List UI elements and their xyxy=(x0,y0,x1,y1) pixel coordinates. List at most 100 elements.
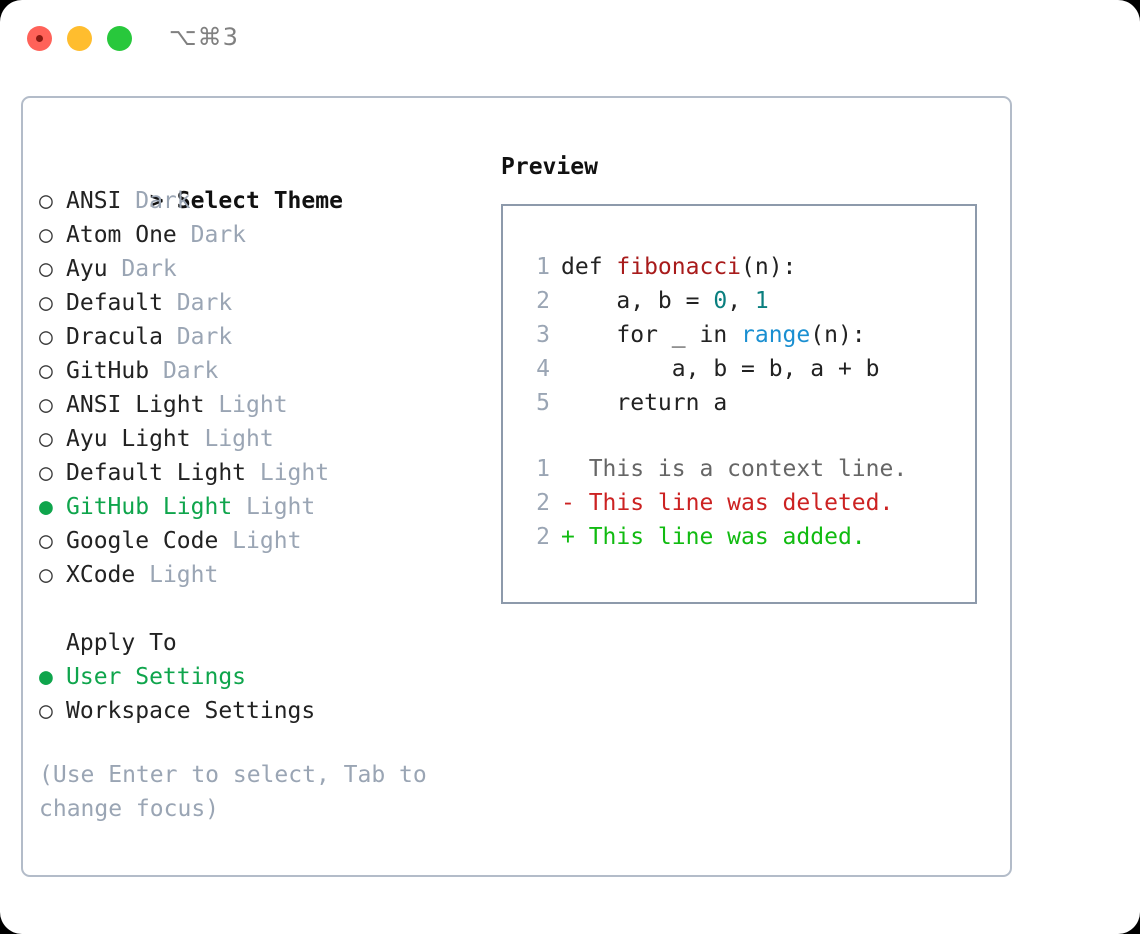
theme-item[interactable]: ○ Ayu Light Light xyxy=(39,422,479,456)
theme-item[interactable]: ○ Default Light Light xyxy=(39,456,479,490)
theme-item[interactable]: ○ XCode Light xyxy=(39,558,479,592)
line-number: 2 xyxy=(536,490,550,516)
theme-item[interactable]: ○ANSI Light Light xyxy=(39,388,479,422)
zoom-button[interactable] xyxy=(107,26,132,51)
diff-text: - This line was deleted. xyxy=(561,490,894,516)
theme-item-label: Default xyxy=(66,290,163,316)
code-token: def xyxy=(561,254,617,280)
theme-item-label: Default Light xyxy=(66,460,247,486)
theme-item-tag: Light xyxy=(190,426,274,452)
line-number: 1 xyxy=(536,254,550,280)
radio-empty-icon[interactable]: ○ xyxy=(39,460,53,486)
minimize-button[interactable] xyxy=(67,26,92,51)
theme-item-tag: Light xyxy=(135,562,219,588)
apply-to-option[interactable]: ○ Workspace Settings xyxy=(39,694,479,728)
select-theme-header: > Select Theme xyxy=(39,150,479,214)
close-button[interactable] xyxy=(27,26,52,51)
line-number: 5 xyxy=(536,390,550,416)
code-token: a, b = b, a + b xyxy=(561,356,880,382)
theme-item-label: ANSI xyxy=(66,188,122,214)
theme-item[interactable]: ○ ANSI Dark xyxy=(39,184,479,218)
code-token: fibonacci xyxy=(616,254,742,280)
diff-block: 1 This is a context line. 2 - This line wa… xyxy=(522,452,967,554)
theme-item-label: Dracula xyxy=(66,324,163,350)
theme-item-label: Google Code xyxy=(66,528,219,554)
radio-empty-icon[interactable]: ○ xyxy=(39,358,53,384)
theme-item-label: XCode xyxy=(66,562,136,588)
theme-item-tag: Dark xyxy=(107,256,177,282)
preview-title: Preview xyxy=(501,154,598,180)
radio-empty-icon[interactable]: ○ xyxy=(39,392,53,418)
content-panel: >Select Theme ○ANSI Dark○Atom One Dark○A… xyxy=(21,96,1012,877)
radio-empty-icon[interactable]: ○ xyxy=(39,426,53,452)
radio-empty-icon[interactable]: ○ xyxy=(39,562,53,588)
theme-item[interactable]: ○ Google Code Light xyxy=(39,524,479,558)
theme-selector-column: >Select Theme ○ANSI Dark○Atom One Dark○A… xyxy=(39,150,479,826)
apply-to-list: ● User Settings ○ Workspace Settings xyxy=(39,660,479,728)
select-theme-label: Select Theme xyxy=(176,188,343,214)
apply-to-option[interactable]: ● User Settings xyxy=(39,660,479,694)
theme-item-tag: Dark xyxy=(121,188,191,214)
radio-selected-icon[interactable]: ● xyxy=(39,664,53,690)
apply-to-label: User Settings xyxy=(66,664,247,690)
caret-icon: > xyxy=(149,188,164,214)
theme-item[interactable]: ○ Default Dark xyxy=(39,286,479,320)
radio-selected-icon[interactable]: ● xyxy=(39,494,53,520)
radio-empty-icon[interactable]: ○ xyxy=(39,222,53,248)
apply-to-label: Workspace Settings xyxy=(66,698,316,724)
diff-line: 1 This is a context line. xyxy=(522,452,967,486)
radio-empty-icon[interactable]: ○ xyxy=(39,256,53,282)
diff-text: This is a context line. xyxy=(561,456,908,482)
code-line: 5 return a xyxy=(522,386,967,420)
code-line: 2 a, b = 0, 1 xyxy=(522,284,967,318)
diff-line: 2+ This line was added. xyxy=(522,520,967,554)
theme-item-tag: Dark xyxy=(162,324,233,350)
theme-item-tag: Light xyxy=(218,528,302,554)
theme-item[interactable]: ● GitHub Light Light xyxy=(39,490,479,524)
radio-empty-icon[interactable]: ○ xyxy=(39,188,53,214)
code-token: range xyxy=(741,322,811,348)
theme-item-tag: Dark xyxy=(162,290,233,316)
code-token: for _ in xyxy=(561,322,742,348)
line-number: 3 xyxy=(536,322,550,348)
theme-item[interactable]: ○ Dracula Dark xyxy=(39,320,479,354)
code-token: 0 xyxy=(713,288,728,314)
radio-empty-icon[interactable]: ○ xyxy=(39,324,53,350)
keyboard-shortcut-label: ⌥⌘3 xyxy=(169,23,239,51)
radio-empty-icon[interactable]: ○ xyxy=(39,698,53,724)
line-number: 4 xyxy=(536,356,550,382)
theme-item-label: Ayu Light xyxy=(66,426,191,452)
theme-item-tag: Light xyxy=(204,392,288,418)
line-number: 1 xyxy=(536,456,550,482)
theme-item[interactable]: ○GitHub Dark xyxy=(39,354,479,388)
theme-item-tag: Light xyxy=(232,494,316,520)
code-token: , xyxy=(727,288,755,314)
line-number: 2 xyxy=(536,288,550,314)
code-token: return a xyxy=(561,390,728,416)
diff-spacer xyxy=(522,420,967,452)
code-token: (n): xyxy=(810,322,866,348)
apply-to-header: Apply To xyxy=(66,630,177,656)
theme-list: ○ANSI Dark○Atom One Dark○Ayu Dark○Defaul… xyxy=(39,184,479,592)
hint-text: (Use Enter to select, Tab to change focu… xyxy=(39,762,427,822)
theme-item-tag: Light xyxy=(246,460,330,486)
radio-empty-icon[interactable]: ○ xyxy=(39,528,53,554)
theme-item[interactable]: ○Atom One Dark xyxy=(39,218,479,252)
code-token: a, b = xyxy=(561,288,714,314)
code-token: (n): xyxy=(741,254,797,280)
code-line: 1 def fibonacci(n): xyxy=(522,250,967,284)
theme-item-label: GitHub Light xyxy=(66,494,233,520)
title-bar: ⌥⌘3 xyxy=(0,0,1140,78)
theme-item-label: Ayu xyxy=(66,256,108,282)
code-token: 1 xyxy=(754,288,769,314)
theme-item-tag: Dark xyxy=(176,222,247,248)
theme-item-tag: Dark xyxy=(149,358,219,384)
code-line: 3 for _ in range(n): xyxy=(522,318,967,352)
diff-line: 2 - This line was deleted. xyxy=(522,486,967,520)
theme-item[interactable]: ○ Ayu Dark xyxy=(39,252,479,286)
radio-empty-icon[interactable]: ○ xyxy=(39,290,53,316)
